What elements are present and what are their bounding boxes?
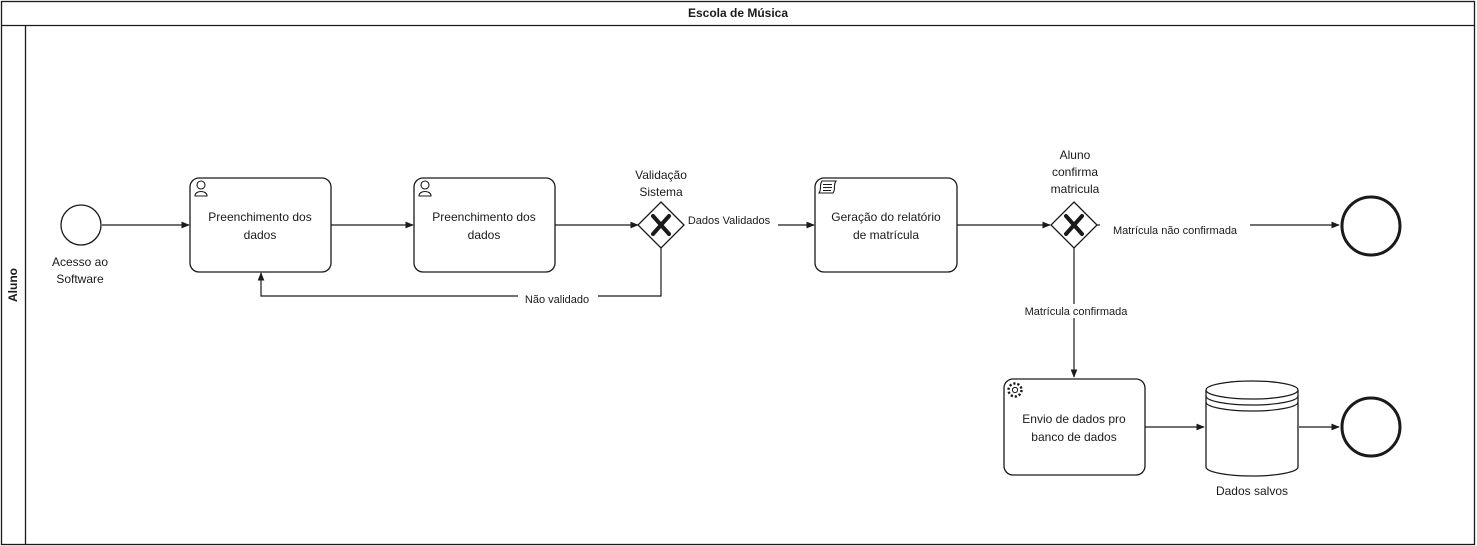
gear-icon — [1007, 382, 1023, 398]
script-icon — [817, 180, 838, 194]
task-send-line1: Envio de dados pro — [1022, 412, 1126, 426]
task-report-line2: de matrícula — [853, 228, 919, 242]
start-event — [60, 204, 102, 246]
gateway-validation-label-line2: Sistema — [639, 185, 683, 199]
gateway-confirm-label-line1: Aluno — [1060, 148, 1091, 162]
task-send-line2: banco de dados — [1031, 430, 1116, 444]
gateway-validation-label-line1: Validação — [635, 168, 687, 182]
gateway-validation[interactable] — [637, 201, 685, 249]
datastore[interactable] — [1205, 380, 1299, 477]
datastore-label: Dados salvos — [1216, 484, 1288, 498]
task-fill-1-line2: dados — [244, 228, 277, 242]
label-confirmed: Matrícula confirmada — [1025, 306, 1129, 318]
gateway-confirm-label-line3: matricula — [1051, 182, 1100, 196]
x-icon — [1064, 214, 1084, 236]
flow-not-validated — [257, 248, 662, 297]
task-fill-1[interactable]: Preenchimento dos dados — [189, 177, 332, 273]
end-event-not-confirmed — [1340, 195, 1402, 257]
task-fill-2-line1: Preenchimento dos — [432, 210, 535, 224]
end-event-saved — [1340, 396, 1402, 458]
user-icon — [194, 180, 208, 197]
start-label-line2: Software — [56, 272, 104, 286]
pool-title: Escola de Música — [688, 6, 788, 20]
label-not-confirmed: Matrícula não confirmada — [1113, 225, 1238, 237]
gateway-confirm[interactable] — [1050, 201, 1098, 249]
label-validated: Dados Validados — [688, 215, 771, 227]
lane-title: Aluno — [6, 268, 20, 302]
task-fill-1-line1: Preenchimento dos — [208, 210, 311, 224]
task-send[interactable]: Envio de dados pro banco de dados — [1003, 378, 1146, 476]
user-icon — [418, 180, 432, 197]
x-icon — [651, 214, 671, 236]
task-report[interactable]: Geração do relatório de matrícula — [814, 177, 958, 273]
gateway-confirm-label-line2: confirma — [1052, 165, 1098, 179]
task-fill-2[interactable]: Preenchimento dos dados — [413, 177, 556, 273]
task-report-line1: Geração do relatório — [831, 210, 941, 224]
start-label-line1: Acesso ao — [52, 255, 108, 269]
task-fill-2-line2: dados — [468, 228, 501, 242]
label-not-validated: Não validado — [525, 294, 589, 306]
